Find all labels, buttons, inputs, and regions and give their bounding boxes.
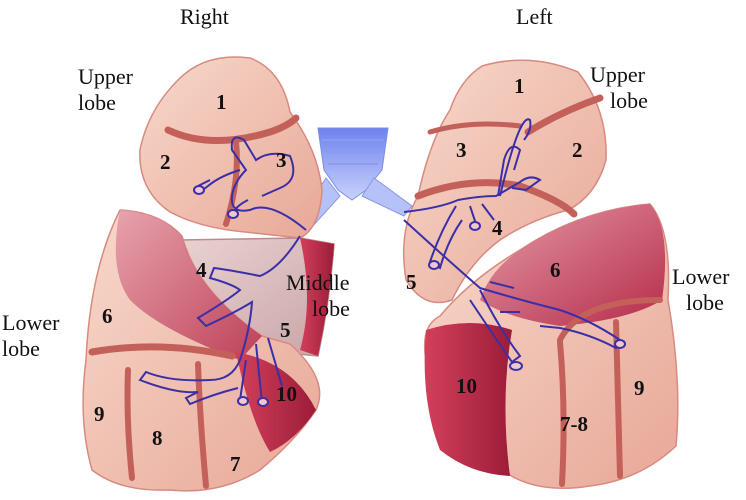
left-lower-lobe-label: Lower lobe [672,264,729,316]
left-upper-lobe-line1: Upper [590,62,645,87]
left-segment-6: 6 [550,258,561,282]
left-lower-lobe-line2: lobe [686,290,724,315]
right-lower-lobe-line1: Lower [2,310,60,335]
right-segment-6: 6 [102,304,113,328]
right-segment-2: 2 [160,150,171,174]
right-upper-lobe-label: Upper lobe [78,64,133,116]
right-segment-7: 7 [230,452,241,476]
left-lung [402,59,679,490]
left-upper-lobe-label: Upper lobe [590,62,648,114]
right-side-label: Right [180,4,229,29]
left-segment-10: 10 [456,374,477,398]
right-segment-1: 1 [216,90,227,114]
right-segment-9: 9 [94,402,105,426]
right-upper-lobe-line2: lobe [78,90,116,115]
right-lower-lobe-label: Lower lobe [2,310,59,362]
left-upper-lobe-line2: lobe [610,88,648,113]
left-segment-9: 9 [634,376,645,400]
left-segment-4: 4 [492,216,503,240]
left-segment-3: 3 [456,138,467,162]
right-segment-4: 4 [196,258,207,282]
left-lower-lobe-line1: Lower [672,264,730,289]
right-segment-5: 5 [280,318,291,342]
right-segment-3: 3 [276,148,287,172]
left-segment-5: 5 [406,270,417,294]
right-upper-lobe-line1: Upper [78,64,133,89]
right-middle-lobe-label: Middle lobe [286,270,350,322]
right-middle-lobe-line2: lobe [312,296,350,321]
right-segment-8: 8 [152,426,163,450]
left-segment-1: 1 [514,74,525,98]
right-lower-lobe-line2: lobe [2,336,40,361]
left-segment-2: 2 [572,138,583,162]
right-middle-lobe-line1: Middle [286,270,350,295]
left-side-label: Left [516,4,553,29]
right-segment-10: 10 [276,382,297,406]
bronchial-tree [138,118,626,407]
left-segment-7-8: 7-8 [560,412,588,436]
